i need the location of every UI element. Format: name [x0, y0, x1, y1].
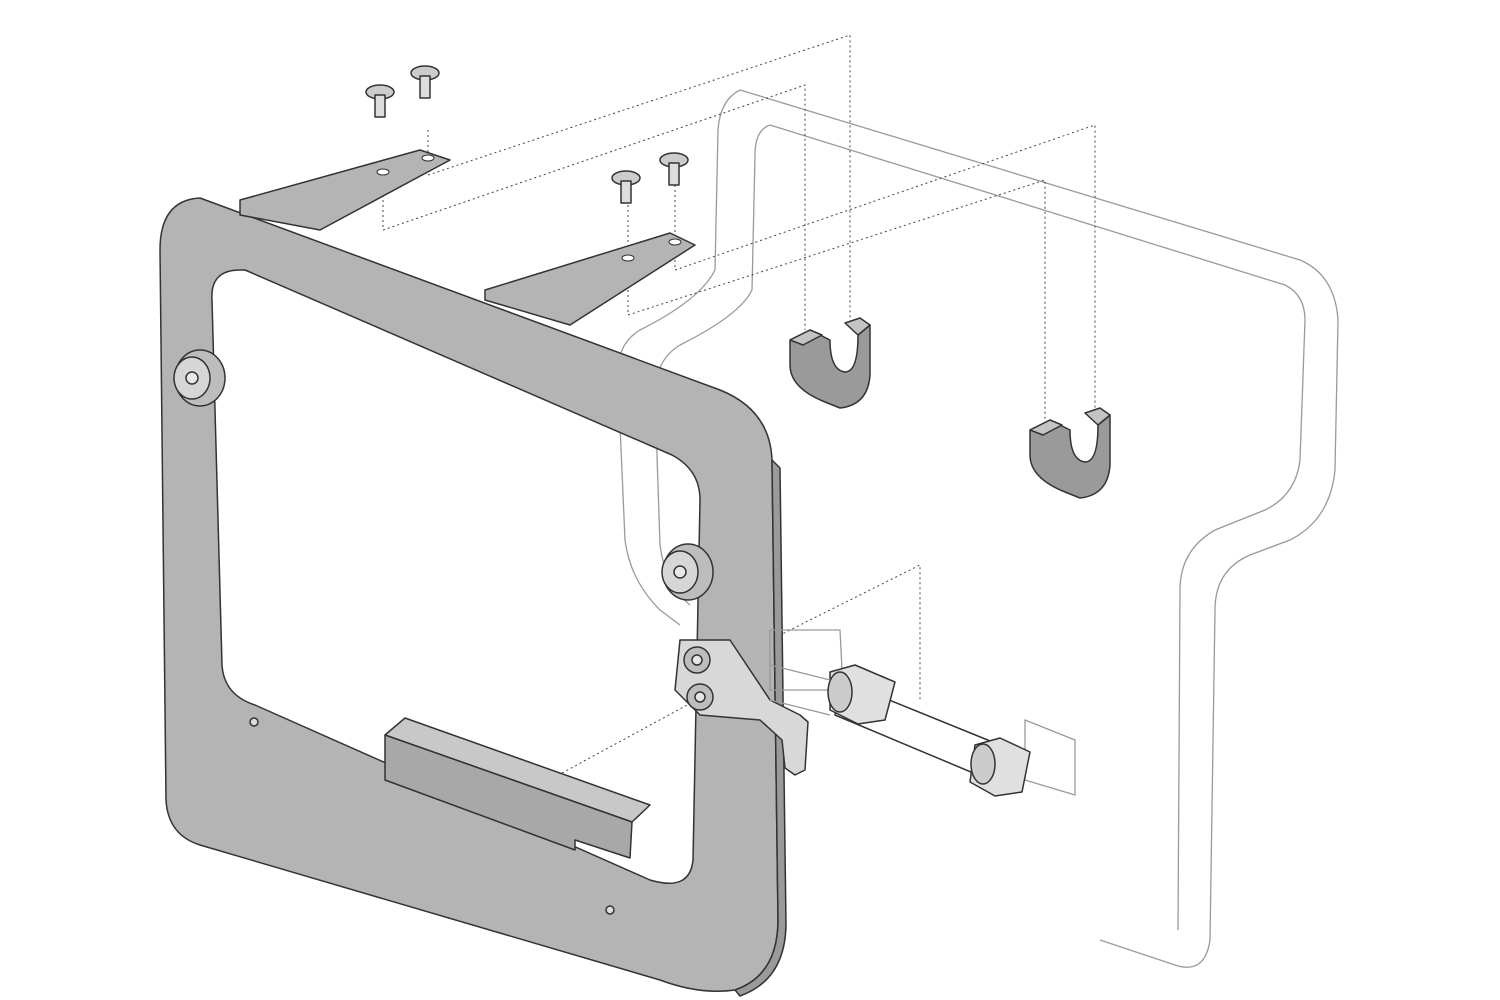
screw-icon	[410, 65, 440, 99]
screw-icon	[659, 152, 689, 186]
screw-icon	[611, 170, 641, 204]
case-outline	[617, 89, 1339, 968]
screw-icon	[365, 84, 395, 118]
latch-bracket	[674, 639, 809, 776]
roller-top	[173, 349, 226, 407]
mounting-frame	[159, 197, 787, 997]
u-block-front	[789, 317, 871, 409]
top-bracket-right	[484, 232, 696, 326]
top-bracket-left	[239, 149, 451, 231]
screws	[365, 65, 689, 204]
u-block-rear	[1029, 407, 1111, 499]
roller-middle	[661, 543, 714, 601]
rail-tube	[769, 629, 1076, 797]
